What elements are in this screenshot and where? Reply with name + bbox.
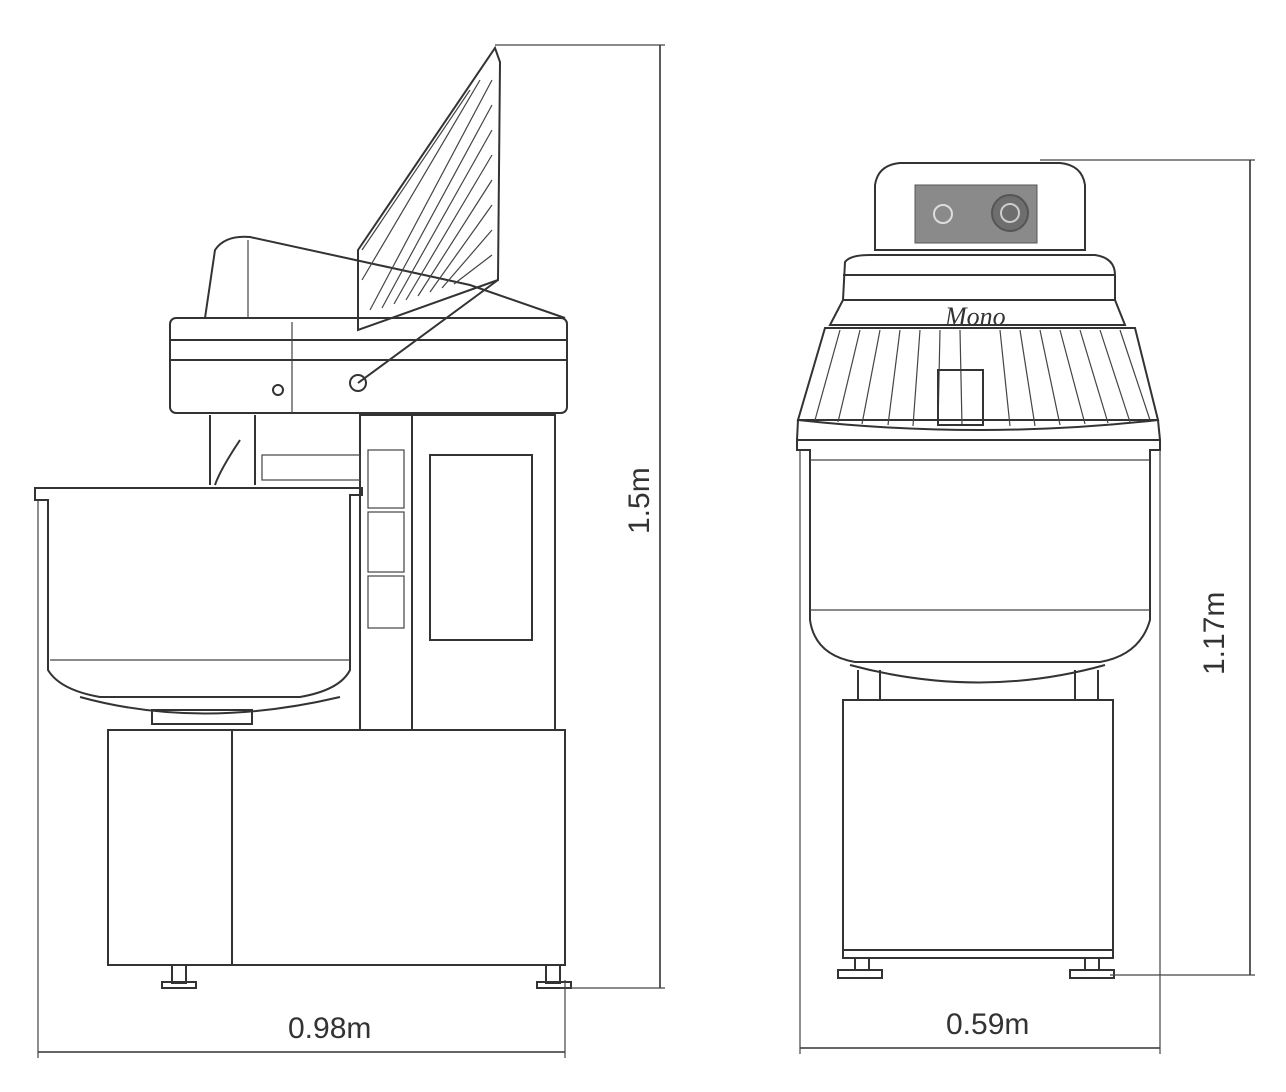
front-base-cabinet: [842, 699, 1114, 951]
side-panel: [429, 454, 533, 641]
side-head: [169, 317, 568, 414]
front-height-label: 1.17m: [1198, 591, 1231, 675]
side-width-label: 0.98m: [288, 1012, 372, 1045]
control-panel: [914, 184, 1038, 244]
side-foot: [171, 964, 187, 984]
side-base-cabinet: [107, 729, 566, 966]
brand-logo: Mono: [944, 302, 1006, 331]
front-bowl: [796, 439, 1161, 663]
start-button: [991, 194, 1029, 232]
side-height-label: 1.5m: [623, 467, 656, 534]
selector-knob: [933, 204, 953, 224]
lid-hinge: [349, 374, 367, 392]
dimension-lines: [37, 44, 1255, 1058]
side-safety-guard: [357, 45, 502, 384]
side-column: [359, 414, 556, 731]
front-width-label: 0.59m: [946, 1008, 1030, 1041]
side-foot: [545, 964, 561, 984]
front-foot: [854, 957, 870, 971]
front-head: [828, 254, 1127, 326]
front-foot: [1084, 957, 1100, 971]
front-motor-housing: [874, 162, 1086, 251]
front-view: Mono: [795, 162, 1162, 979]
side-bowl-base: [151, 709, 253, 725]
side-bowl: [34, 487, 363, 698]
side-motor-cover: [204, 235, 566, 319]
side-view: [34, 45, 572, 989]
